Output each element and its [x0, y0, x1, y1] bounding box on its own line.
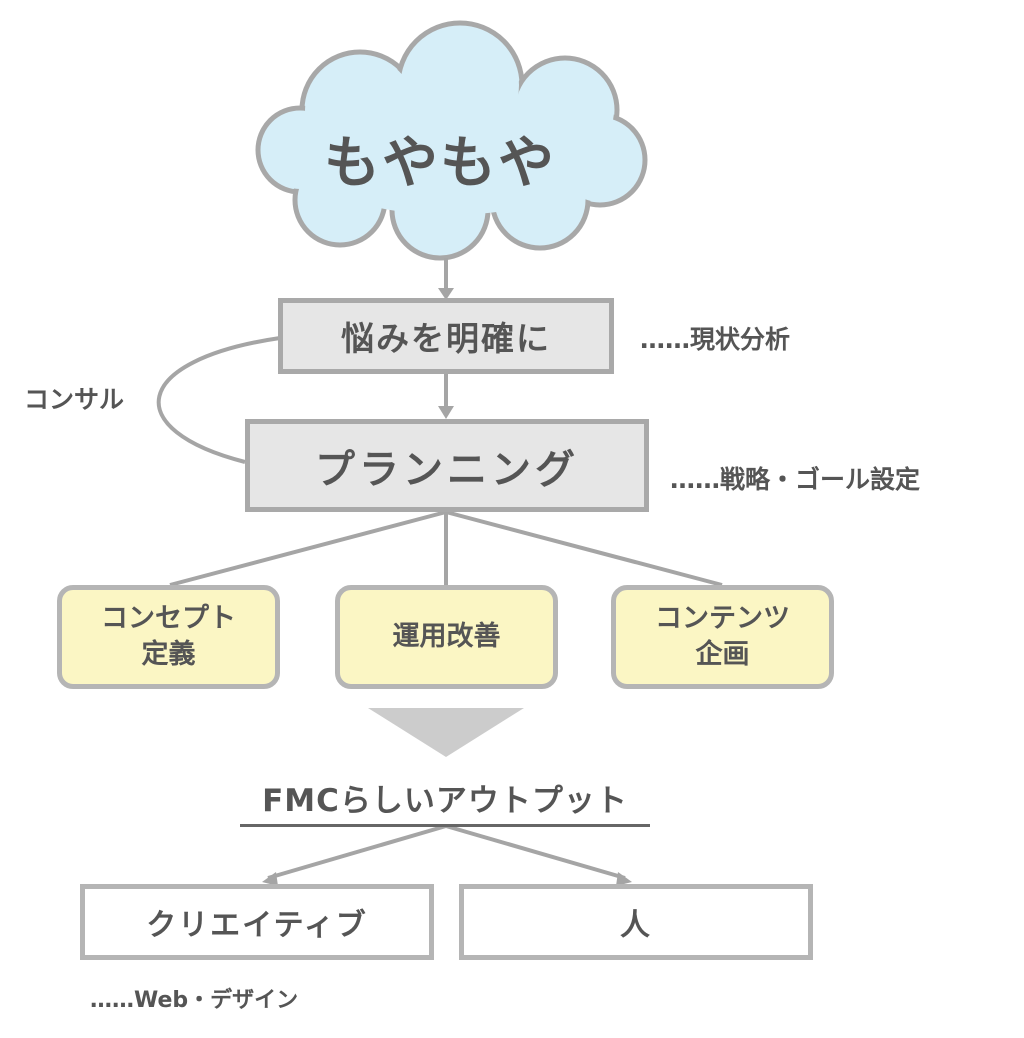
arrowhead-creative — [262, 872, 278, 886]
clarify-box: 悩みを明確に — [278, 298, 614, 374]
output-people-label: 人 — [620, 908, 652, 943]
output-creative-label: クリエイティブ — [146, 908, 368, 943]
arrowhead-people — [616, 872, 632, 886]
service-content: コンテンツ 企画 — [611, 585, 834, 689]
planning-label: プランニング — [315, 446, 579, 493]
line-planning-to-concept — [169, 510, 447, 587]
arrowhead-planning — [438, 406, 454, 419]
service-operation-label: 運用改善 — [392, 621, 501, 652]
line-output-to-creative — [267, 824, 447, 880]
creative-note: ……Web・デザイン — [90, 988, 299, 1013]
service-concept-label: コンセプト 定義 — [101, 603, 236, 670]
output-title: FMCらしいアウトプット — [240, 775, 650, 827]
consult-label: コンサル — [24, 385, 125, 414]
cloud-shape — [255, 20, 648, 261]
planning-box: プランニング — [245, 419, 649, 512]
output-people-box: 人 — [459, 884, 813, 960]
arrowhead-clarify — [438, 288, 454, 300]
planning-note: ……戦略・ゴール設定 — [670, 465, 921, 494]
line-output-to-people — [445, 824, 626, 880]
service-operation: 運用改善 — [335, 585, 558, 689]
line-planning-to-content — [445, 510, 723, 587]
cloud-label: もやもや — [324, 131, 556, 196]
service-content-label: コンテンツ 企画 — [655, 603, 790, 670]
down-triangle — [368, 708, 524, 757]
clarify-note: ……現状分析 — [640, 325, 791, 354]
consult-curve — [156, 336, 281, 464]
output-creative-box: クリエイティブ — [80, 884, 434, 960]
service-concept: コンセプト 定義 — [57, 585, 280, 689]
clarify-label: 悩みを明確に — [341, 319, 551, 358]
